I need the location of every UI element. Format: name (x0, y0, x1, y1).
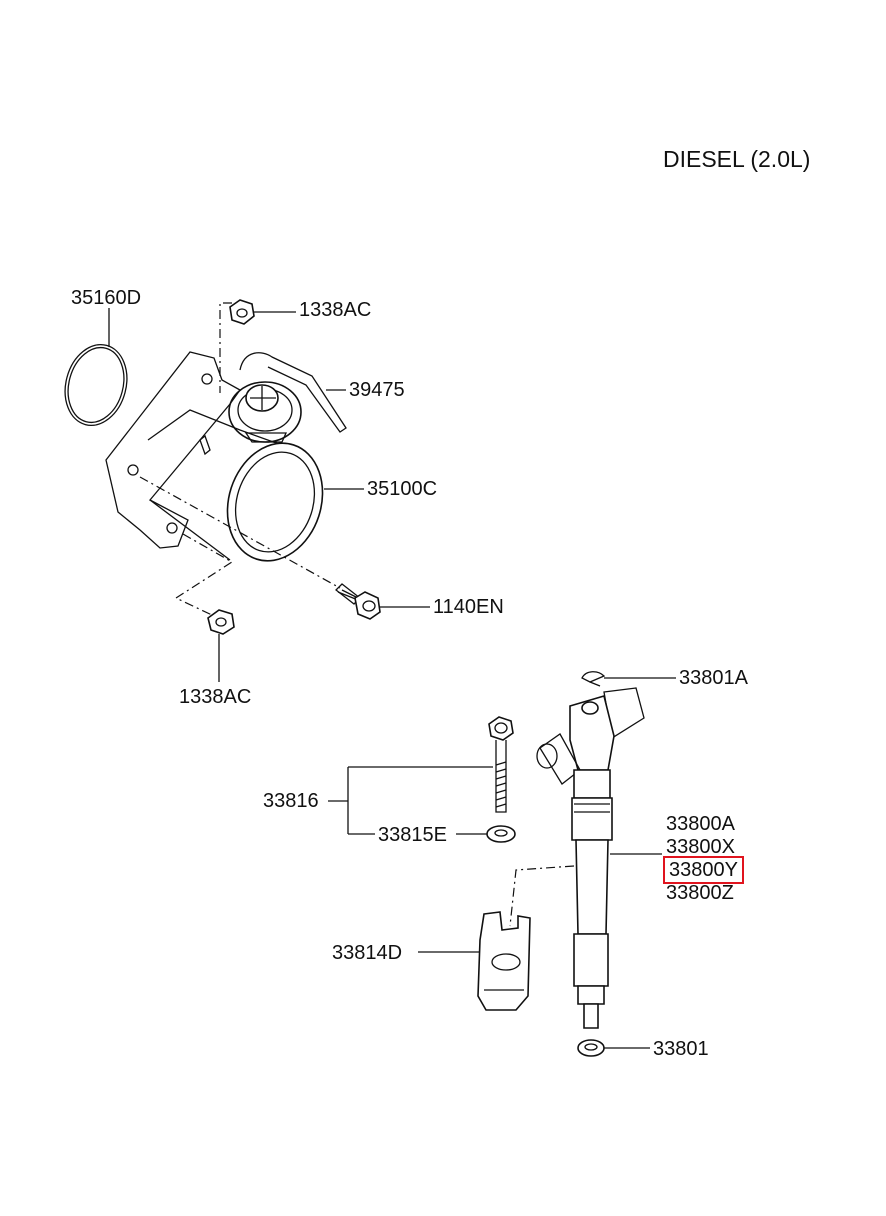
clamp-33814d[interactable] (477, 911, 531, 1011)
label-33800a[interactable]: 33800A (666, 813, 735, 835)
label-39475[interactable]: 39475 (349, 379, 405, 401)
washer-33815e[interactable] (486, 825, 516, 843)
dash-line-top-nut (219, 302, 232, 393)
washer-33801[interactable] (577, 1039, 605, 1057)
label-33814d[interactable]: 33814D (332, 942, 403, 964)
nut-1338ac-bottom[interactable] (207, 609, 235, 635)
bolt-1140en[interactable] (335, 583, 381, 620)
label-33801a[interactable]: 33801A (679, 667, 748, 689)
label-33801[interactable]: 33801 (653, 1038, 709, 1060)
dash-line-clamp (509, 865, 575, 927)
label-1140en[interactable]: 1140EN (433, 596, 504, 618)
bolt-33816[interactable] (488, 716, 514, 813)
bracket-33816 (328, 766, 493, 835)
engine-title: DIESEL (2.0L) (663, 146, 811, 172)
label-33800z[interactable]: 33800Z (666, 882, 734, 904)
label-35160d[interactable]: 35160D (71, 287, 142, 309)
injector-33800[interactable] (536, 687, 645, 1029)
dash-line-bottom-nut (174, 533, 234, 617)
label-35100c[interactable]: 35100C (367, 478, 438, 500)
housing-35100c[interactable] (105, 351, 337, 573)
nut-1338ac-top[interactable] (229, 299, 255, 325)
clip-33801a[interactable] (581, 671, 606, 687)
dash-line-bolt (139, 476, 341, 589)
sensor-39475[interactable] (228, 352, 347, 443)
label-33816[interactable]: 33816 (263, 790, 319, 812)
label-33800x[interactable]: 33800X (666, 836, 735, 858)
label-33815e[interactable]: 33815E (378, 824, 447, 846)
label-33800y-highlighted[interactable]: 33800Y (663, 856, 744, 884)
label-1338ac-bottom[interactable]: 1338AC (179, 686, 252, 708)
o-ring-35160d[interactable] (56, 338, 135, 433)
label-1338ac-top[interactable]: 1338AC (299, 299, 372, 321)
